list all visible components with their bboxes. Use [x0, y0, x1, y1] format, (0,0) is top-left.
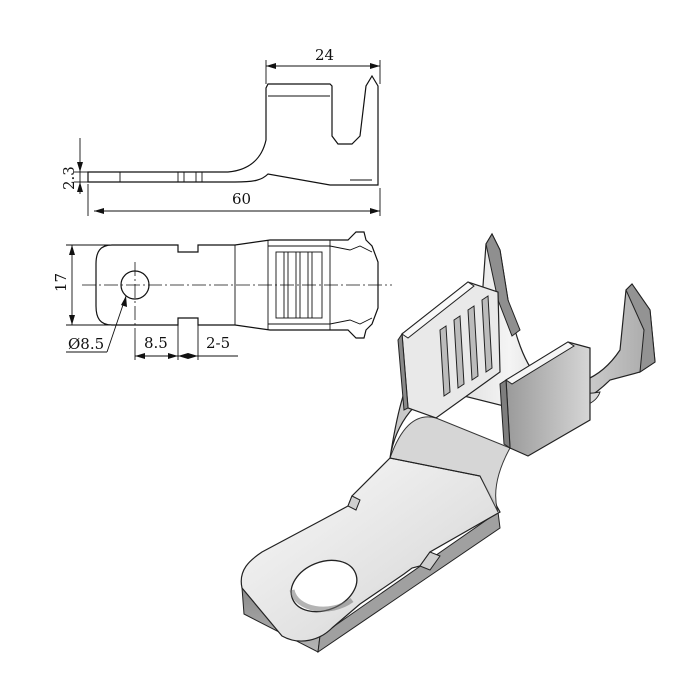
dim-arrow [121, 296, 127, 307]
dim-arrow [94, 208, 104, 214]
crimp-wing-right-top [505, 341, 575, 385]
lug-notch [419, 551, 441, 571]
lug-hole-inner-wall [289, 589, 354, 612]
top-view: 17 Ø8.5 8.5 2-5 [52, 231, 392, 360]
dim-label-2-3: 2.3 [60, 166, 78, 190]
crimp-wing-right-edge [499, 379, 511, 449]
serration-groove [453, 315, 465, 389]
dim-arrow [178, 353, 188, 359]
isometric-view [240, 232, 656, 654]
dim-arrow [77, 182, 83, 192]
top-view-outline [95, 231, 379, 339]
dim-arrow [370, 208, 380, 214]
dim-label-hole: Ø8.5 [68, 335, 104, 353]
dim-label-24: 24 [315, 46, 334, 64]
dim-arrow [135, 353, 145, 359]
lug-notch [347, 495, 361, 511]
dim-arrow [69, 315, 75, 325]
serration-groove [481, 295, 493, 373]
crimp-wing-left-edge [397, 332, 409, 411]
serration-groove [439, 325, 451, 397]
barrel-transition [389, 416, 511, 513]
rear-tab-right [625, 283, 656, 373]
side-view-outline [87, 74, 379, 186]
dim-arrow [69, 245, 75, 255]
dim-arrow [370, 63, 380, 69]
lug-barrel-seam [389, 457, 481, 477]
dim-label-60: 60 [232, 190, 251, 208]
serrations [439, 295, 493, 397]
dim-arrow [266, 63, 276, 69]
crimp-wing-left-top [401, 281, 475, 339]
rear-tab-left [485, 232, 521, 337]
dim-label-2-5: 2-5 [206, 334, 230, 352]
dim-arrow [188, 353, 198, 359]
dim-arrow [168, 353, 178, 359]
side-view: 24 60 2.3 [60, 46, 381, 216]
serration-groove [467, 305, 479, 381]
top-view-edge-line [329, 245, 373, 253]
lug-edge-side [317, 511, 501, 654]
dim-arrow [77, 162, 83, 172]
dim-label-17: 17 [52, 273, 70, 292]
top-view-edge-line [329, 317, 373, 325]
dim-label-8-5: 8.5 [144, 334, 168, 352]
